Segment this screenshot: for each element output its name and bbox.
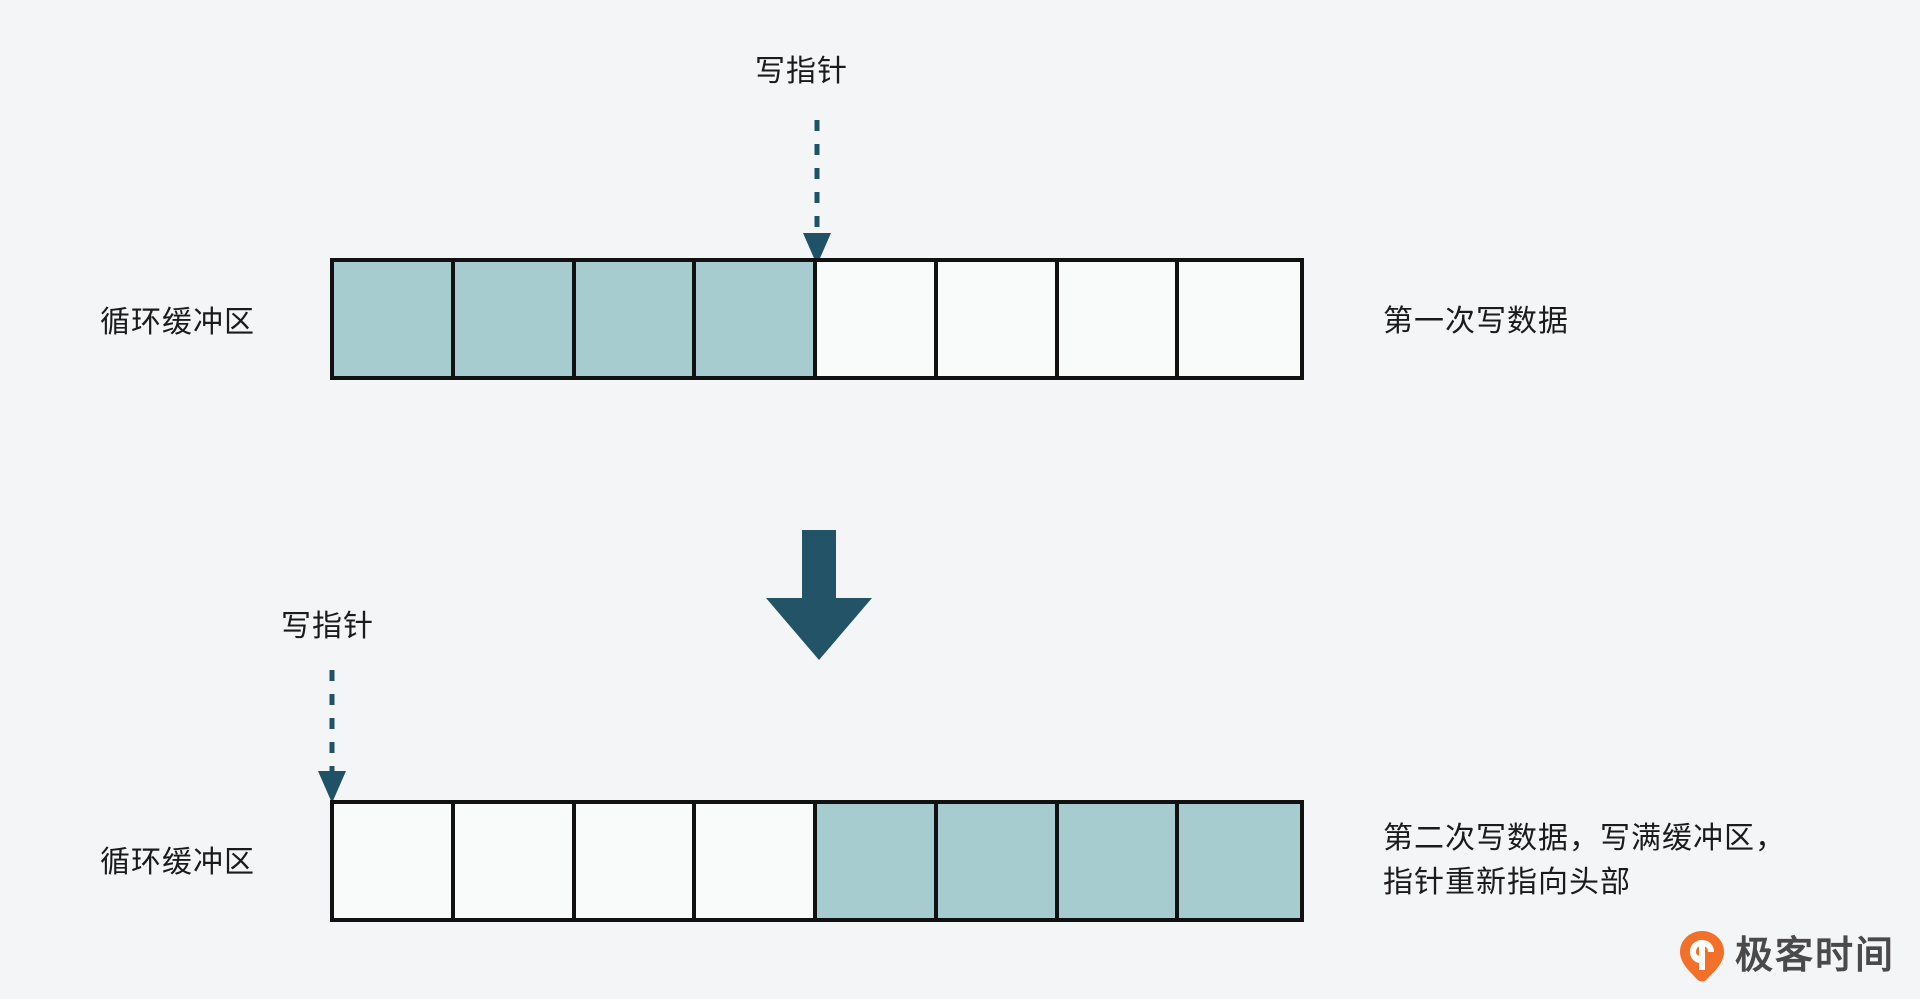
buffer-cell (1058, 804, 1180, 918)
stage-2-write-pointer-arrow-icon (318, 670, 346, 803)
buffer-cell (696, 804, 817, 918)
stage-1-circular-buffer (330, 258, 1304, 380)
buffer-cell (817, 804, 938, 918)
buffer-cell (1058, 262, 1180, 376)
stage-1-pointer-label: 写指针 (755, 55, 848, 88)
buffer-cell (334, 262, 455, 376)
buffer-cell (454, 804, 576, 918)
stage-2-pointer-label: 写指针 (281, 610, 374, 643)
buffer-cell (1179, 804, 1300, 918)
buffer-cell (575, 262, 697, 376)
buffer-cell (1179, 262, 1300, 376)
stage-1-caption: 第一次写数据 (1383, 305, 1569, 338)
buffer-cell (937, 804, 1059, 918)
buffer-cell (937, 262, 1059, 376)
buffer-cell (696, 262, 817, 376)
buffer-cell (575, 804, 697, 918)
stage-1-buffer-label: 循环缓冲区 (100, 306, 255, 339)
buffer-cell (334, 804, 455, 918)
geektime-logo-text: 极客时间 (1735, 935, 1896, 977)
buffer-cell (454, 262, 576, 376)
stage-2-buffer-label: 循环缓冲区 (100, 846, 255, 879)
buffer-cell (817, 262, 938, 376)
geektime-pin-icon (1680, 931, 1724, 982)
stage-1-write-pointer-arrow-icon (803, 120, 831, 265)
stage-2-caption: 第二次写数据，写满缓冲区， 指针重新指向头部 (1383, 822, 1786, 899)
transition-down-arrow-icon (766, 530, 872, 660)
stage-2-circular-buffer (330, 800, 1304, 922)
geektime-logo: 极客时间 (1679, 930, 1895, 982)
